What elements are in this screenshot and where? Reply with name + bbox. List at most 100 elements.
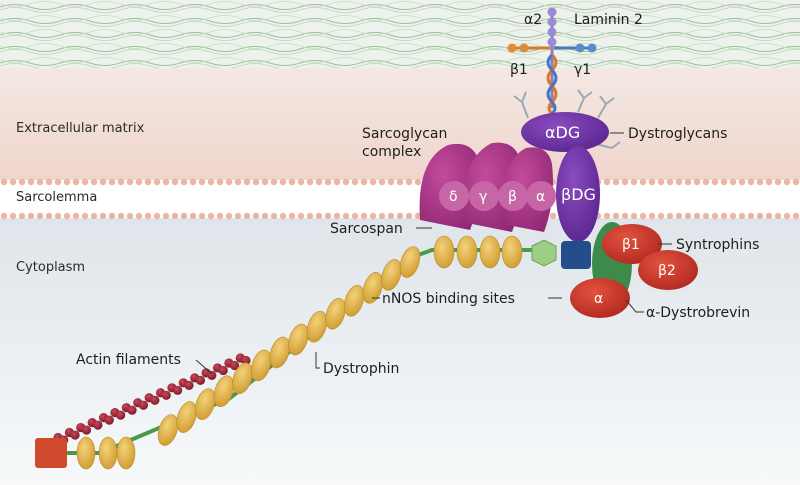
actin-bead — [127, 405, 137, 415]
lipid-head — [549, 212, 557, 220]
lipid-head — [639, 212, 647, 220]
lipid-head — [630, 212, 638, 220]
lipid-head — [0, 212, 8, 220]
lipid-head — [171, 212, 179, 220]
lipid-head — [342, 178, 350, 186]
lipid-head — [288, 178, 296, 186]
spectrin-repeat — [176, 401, 197, 433]
actin-bead — [116, 410, 126, 420]
actin-binding-domain — [35, 438, 67, 468]
sarcolemma-region — [0, 180, 800, 218]
lipid-head — [657, 212, 665, 220]
lipid-head — [90, 178, 98, 186]
actin-bead — [230, 360, 240, 371]
dystrophin-leader — [315, 352, 320, 369]
lipid-head — [270, 212, 278, 220]
lipid-head — [171, 178, 179, 186]
lipid-head — [702, 212, 710, 220]
lipid-head — [153, 178, 161, 186]
sarcospan-label: Sarcospan — [330, 221, 403, 237]
lipid-head — [684, 212, 692, 220]
dystrophin — [67, 235, 540, 470]
syntrophin-alpha-symbol: α — [594, 291, 603, 307]
dystrobrevin-leader — [625, 299, 644, 313]
lipid-head — [792, 178, 800, 186]
lipid-head — [315, 212, 323, 220]
lipid-head — [144, 178, 152, 186]
lipid-head — [18, 212, 26, 220]
lipid-head — [675, 178, 683, 186]
spectrin-repeat — [479, 235, 501, 269]
lipid-head — [297, 212, 305, 220]
syntrophin-beta2-symbol: β2 — [658, 263, 676, 279]
lipid-head — [189, 178, 197, 186]
lipid-head — [756, 212, 764, 220]
lipid-head — [9, 178, 17, 186]
lipid-head — [207, 212, 215, 220]
lipid-head — [99, 212, 107, 220]
lipid-head — [603, 178, 611, 186]
lipid-head — [621, 178, 629, 186]
lipid-head — [324, 178, 332, 186]
actin-bead — [81, 425, 92, 435]
lipid-head — [180, 178, 188, 186]
lipid-head — [666, 178, 674, 186]
lipid-head — [198, 212, 206, 220]
dystrophin-ct-domain — [561, 241, 591, 269]
laminin-gamma1-label: γ1 — [574, 62, 591, 78]
lipid-head — [603, 212, 611, 220]
actin-bead — [93, 420, 103, 430]
lipid-head — [45, 212, 53, 220]
lipid-head — [324, 212, 332, 220]
laminin-label: Laminin 2 — [574, 12, 643, 28]
actin-bead — [207, 370, 217, 381]
lipid-head — [765, 212, 773, 220]
lipid-head — [108, 178, 116, 186]
lipid-head — [396, 212, 404, 220]
lipid-head — [666, 212, 674, 220]
lipid-head — [180, 212, 188, 220]
lipid-head — [27, 212, 35, 220]
lipid-head — [243, 178, 251, 186]
spectrin-repeat — [213, 375, 235, 407]
lipid-head — [90, 212, 98, 220]
lipid-head — [216, 178, 224, 186]
lipid-head — [405, 212, 413, 220]
region-label-cytoplasm: Cytoplasm — [16, 260, 85, 275]
lipid-head — [360, 212, 368, 220]
lipid-head — [360, 178, 368, 186]
lipid-head — [18, 178, 26, 186]
beta-dystroglycan — [556, 146, 600, 242]
lipid-head — [783, 212, 791, 220]
lipid-head — [306, 212, 314, 220]
spectrin-repeat — [433, 235, 455, 269]
spectrin-repeat — [456, 235, 478, 269]
alpha-dg-symbol: αDG — [545, 123, 580, 142]
lipid-head — [198, 178, 206, 186]
lipid-head — [369, 178, 377, 186]
dystrophin-label: Dystrophin — [323, 361, 399, 377]
lipid-head — [675, 212, 683, 220]
sarcoglycan-label-line2: complex — [362, 144, 421, 160]
spectrin-repeat — [381, 259, 402, 291]
lipid-head — [333, 212, 341, 220]
spectrin-repeat — [501, 235, 523, 269]
lipid-head — [396, 178, 404, 186]
spectrin-repeat — [362, 272, 383, 304]
syntrophin-beta1 — [602, 224, 662, 264]
alpha-sarcoglycan-symbol: α — [536, 189, 545, 205]
dystroglycans-label: Dystroglycans — [628, 126, 727, 142]
lipid-head — [135, 212, 143, 220]
actin-bead — [184, 380, 194, 390]
lipid-head — [63, 212, 71, 220]
spectrin-repeat — [157, 414, 179, 446]
dystrophin-cr-domain — [531, 239, 557, 267]
sarcoglycan-label-line1: Sarcoglycan — [362, 126, 447, 142]
lipid-head — [9, 212, 17, 220]
lipid-head — [333, 178, 341, 186]
lipid-head — [621, 212, 629, 220]
syntrophins-label: Syntrophins — [676, 237, 759, 253]
spectrin-repeat — [98, 436, 118, 470]
lipid-head — [747, 212, 755, 220]
laminin-2 — [507, 7, 597, 116]
